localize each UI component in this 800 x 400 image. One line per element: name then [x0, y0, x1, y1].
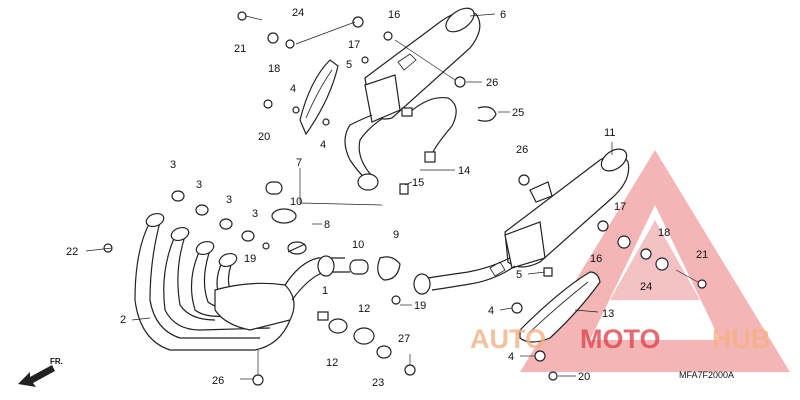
watermark-text-hub: HUB: [712, 324, 771, 354]
callout-24: 24: [640, 281, 652, 293]
callout-8: 8: [324, 219, 330, 231]
callout-10: 10: [352, 239, 364, 251]
callout-7: 7: [296, 157, 302, 169]
callout-5: 5: [516, 269, 522, 281]
leader-lines: [85, 13, 613, 380]
callout-22: 22: [66, 246, 78, 258]
callout-14: 14: [458, 165, 470, 177]
callout-25: 25: [512, 107, 524, 119]
callout-6: 6: [500, 9, 506, 21]
callout-26: 26: [212, 375, 224, 387]
callout-3: 3: [170, 159, 176, 171]
callout-16: 16: [590, 253, 602, 265]
callout-21: 21: [234, 43, 246, 55]
callout-17: 17: [614, 201, 626, 213]
callout-27: 27: [398, 333, 410, 345]
diagram-code: MFA7F2000A: [679, 370, 734, 380]
callout-3: 3: [252, 208, 258, 220]
callout-3: 3: [196, 179, 202, 191]
lower-muffler-assembly: [413, 148, 707, 381]
callout-19: 19: [414, 300, 426, 312]
callout-9: 9: [393, 229, 399, 241]
callout-17: 17: [348, 39, 360, 51]
callout-12: 12: [358, 303, 370, 315]
callout-13: 13: [602, 308, 614, 320]
callout-4: 4: [290, 83, 296, 95]
callout-4: 4: [320, 139, 326, 151]
watermark-text-auto: AUTO: [470, 324, 546, 354]
exhaust-header-pipes: [103, 181, 416, 386]
callout-1: 1: [322, 285, 328, 297]
watermark-text: AUTO MOTO HUB: [470, 324, 771, 354]
callout-23: 23: [372, 377, 384, 389]
callout-3: 3: [226, 194, 232, 206]
callout-21: 21: [696, 249, 708, 261]
callout-20: 20: [258, 131, 270, 143]
front-direction-arrow: FR.: [18, 357, 63, 387]
callout-18: 18: [658, 227, 670, 239]
callout-20: 20: [578, 371, 590, 383]
callout-10: 10: [290, 196, 302, 208]
callout-24: 24: [292, 7, 304, 19]
callout-26: 26: [516, 144, 528, 156]
callout-4: 4: [488, 305, 494, 317]
callout-5: 5: [346, 59, 352, 71]
front-direction-label: FR.: [50, 357, 63, 366]
upper-muffler-assembly: [237, 7, 497, 195]
callout-2: 2: [120, 314, 126, 326]
callout-18: 18: [268, 63, 280, 75]
callout-26: 26: [486, 77, 498, 89]
callout-12: 12: [326, 357, 338, 369]
callout-labels: 24 21 18 4 20 7 4 17 16 5 6 26 25 14 15 …: [66, 7, 708, 389]
callout-15: 15: [412, 177, 424, 189]
callout-11: 11: [604, 127, 615, 139]
watermark-text-moto: MOTO: [580, 324, 661, 354]
callout-16: 16: [388, 9, 400, 21]
callout-19: 19: [244, 253, 256, 265]
watermark-logo: [520, 150, 790, 372]
callout-4: 4: [508, 351, 514, 363]
